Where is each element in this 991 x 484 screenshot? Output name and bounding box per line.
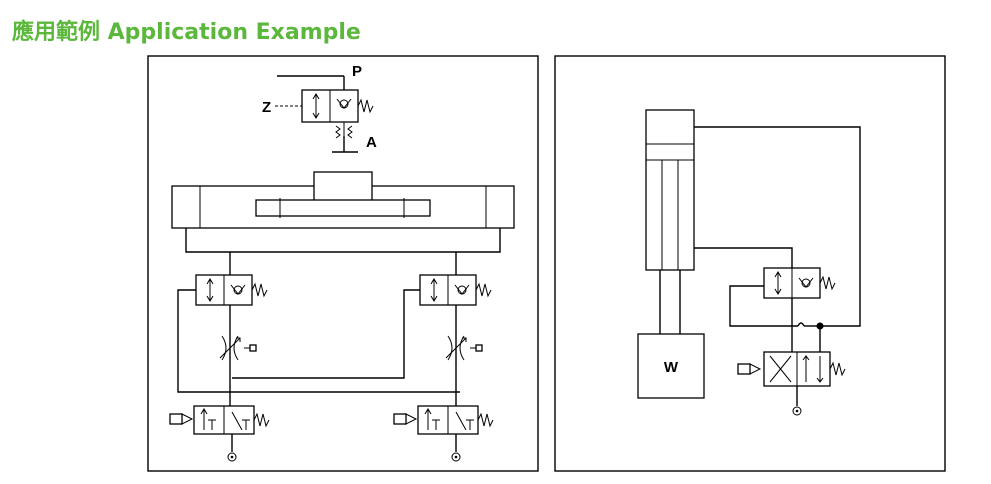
port-a-label: A	[366, 134, 377, 151]
vertical-cylinder	[645, 109, 695, 271]
right-solenoid-valve	[393, 405, 494, 435]
right-check-valve-vertical	[763, 267, 836, 299]
right-throttle-valve	[445, 335, 483, 361]
left-throttle-valve	[219, 335, 257, 361]
cylinder-carriage	[313, 171, 373, 203]
right-check-valve	[419, 274, 492, 306]
left-diagram-frame	[147, 55, 539, 472]
left-solenoid-valve	[169, 405, 270, 435]
section-heading: 應用範例 Application Example	[12, 20, 361, 45]
pilot-valve	[301, 89, 374, 123]
right-diagram-frame	[554, 55, 946, 472]
left-check-valve	[195, 274, 268, 306]
directional-solenoid-valve	[737, 351, 846, 387]
load-weight	[637, 333, 705, 399]
port-z-label: Z	[262, 99, 271, 116]
load-label: W	[664, 359, 679, 376]
port-p-label: P	[352, 63, 362, 80]
